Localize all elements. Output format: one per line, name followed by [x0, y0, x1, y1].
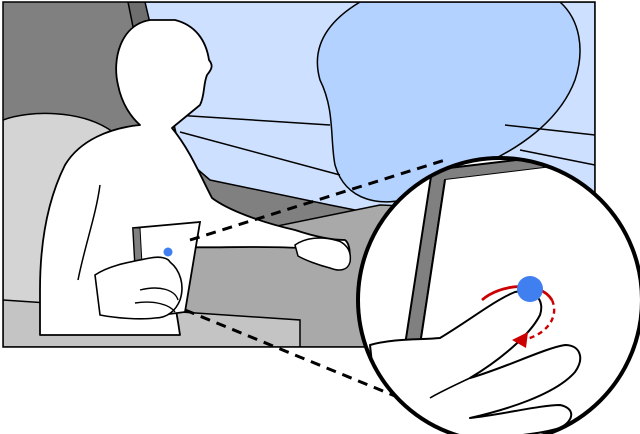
- magnified-detail: [356, 156, 640, 434]
- window-line: [504, 124, 595, 136]
- window-line: [174, 114, 331, 126]
- right-hand: [294, 237, 352, 271]
- window-line: [519, 149, 595, 166]
- zoom-connector-bottom: [184, 308, 401, 400]
- touch-point-icon: [163, 247, 173, 257]
- touch-point-magnified-icon: [517, 276, 543, 302]
- scene-frame: [2, 1, 596, 348]
- window-line: [179, 131, 341, 176]
- zoom-connector-top: [189, 158, 446, 242]
- finger-line: [134, 301, 176, 313]
- finger-line: [139, 287, 179, 301]
- arrow-head: [512, 332, 528, 348]
- sky-cloud: [316, 2, 581, 203]
- arm-outline: [77, 184, 101, 281]
- lens-border: [356, 156, 640, 434]
- hand-magnified: [369, 290, 582, 434]
- knuckle-line: [429, 377, 471, 399]
